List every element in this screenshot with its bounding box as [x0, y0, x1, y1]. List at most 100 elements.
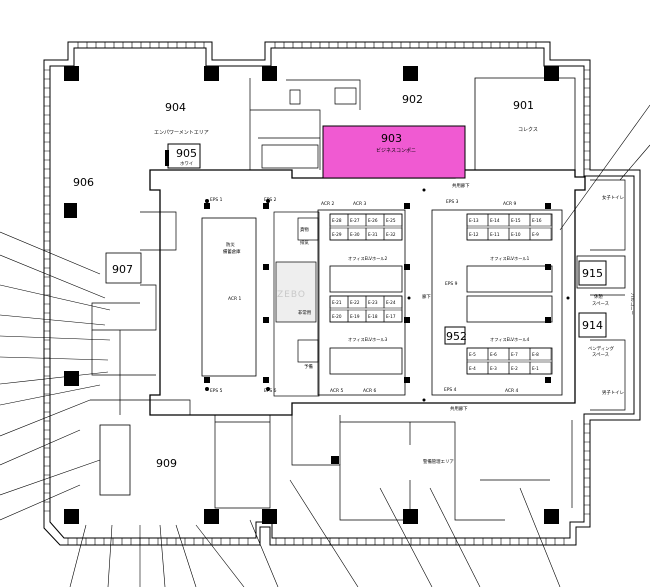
acr-4-label: ACR 4: [505, 388, 518, 394]
room-952[interactable]: 952: [444, 326, 467, 345]
elevator-car-label: E-32: [386, 232, 396, 237]
elevator-car-label: E-8: [532, 352, 539, 357]
elevator-car-label: E-2: [511, 366, 518, 371]
vending-label-2: スペース: [592, 352, 609, 358]
elevator-car-label: E-30: [350, 232, 360, 237]
elevator-car-label: E-13: [469, 218, 479, 223]
storage-label-2: 備蓄倉庫: [223, 248, 241, 255]
room-905[interactable]: 905 ホワイ: [165, 143, 201, 169]
core-outline: [149, 169, 586, 416]
elevator-car-label: E-9: [532, 232, 539, 237]
acr-6-label: ACR 6: [363, 388, 376, 394]
eps-4-label: EPS 4: [444, 387, 457, 393]
eps-3-label: EPS 3: [446, 199, 459, 205]
acr-3-label: ACR 3: [353, 201, 366, 207]
leader-lines: [0, 104, 650, 587]
misc-labels: 共用廊下 共用廊下 廊下 EPS 1 EPS 2 EPS 5 EPS 6 防災 …: [210, 182, 635, 465]
acr-9-label: ACR 9: [503, 201, 516, 207]
room-907-number: 907: [112, 263, 133, 276]
acr-2-label: ACR 2: [321, 201, 334, 207]
room-914[interactable]: 914 休憩 スペース: [578, 293, 609, 338]
elevator-car-label: E-12: [469, 232, 479, 237]
room-901-label: コレクス: [518, 127, 538, 133]
room-904[interactable]: 904 エンパワーメントエリア: [154, 101, 209, 136]
elevator-car-label: E-1: [532, 366, 539, 371]
elevator-car-label: E-7: [511, 352, 518, 357]
corridor-mid-label: 廊下: [422, 293, 431, 300]
central-core: ZEBO 貨物 非常用: [273, 211, 320, 397]
elevator-car-label: E-15: [511, 218, 521, 223]
room-902-number: 902: [402, 93, 423, 106]
room-902[interactable]: 902: [402, 93, 423, 106]
room-901-number: 901: [513, 99, 534, 112]
elevator-car-box: [383, 295, 403, 309]
acr-1-label: ACR 1: [228, 296, 241, 302]
elevator-bank-west: ACR 2 ACR 3 ACR 5 ACR 6 オフィスELVホール2 オフィス…: [317, 201, 406, 396]
room-907[interactable]: 907: [105, 252, 142, 284]
elv-hall-1: オフィスELVホール1: [490, 256, 530, 261]
room-903-number: 903: [381, 132, 402, 145]
breakroom-label-2: スペース: [592, 301, 609, 307]
room-909[interactable]: 909: [99, 424, 177, 496]
room-903[interactable]: 903 ビジネスコンポニ: [322, 125, 466, 179]
elevator-car-label: E-6: [490, 352, 497, 357]
emergency-elv-label: 非常用: [298, 309, 311, 316]
breakroom-label: 休憩: [594, 293, 603, 300]
perimeter-ticks: [44, 42, 590, 545]
mens-wc-label: 男子トイレ: [602, 389, 624, 396]
elevator-car-label: E-27: [350, 218, 360, 223]
shaft-a-label: 排気: [300, 239, 309, 246]
elevator-car-label: E-17: [386, 314, 396, 319]
room-952-number: 952: [446, 330, 467, 343]
elevator-car-box: [383, 309, 403, 323]
room-903-label: ビジネスコンポニ: [376, 147, 416, 154]
elevator-car-label: E-18: [368, 314, 378, 319]
acr-5-label: ACR 5: [330, 388, 343, 394]
elevator-car-label: E-28: [332, 218, 342, 223]
room-906-number: 906: [73, 176, 94, 189]
watermark: ZEBO: [277, 290, 306, 300]
elevator-car-box: [383, 213, 403, 227]
room-914-number: 914: [582, 319, 603, 332]
partitions: [90, 78, 626, 521]
room-905-label: ホワイ: [180, 161, 193, 167]
elevator-car-label: E-14: [490, 218, 500, 223]
corridor-bottom-label: 共用廊下: [450, 405, 468, 412]
elevator-car-label: E-19: [350, 314, 360, 319]
ladies-wc-label: 女子トイレ: [602, 194, 624, 201]
room-906[interactable]: 906: [73, 176, 94, 189]
room-903-fill: [322, 125, 466, 179]
eps-9-label: EPS 9: [445, 281, 458, 287]
corridor-top-label: 共用廊下: [452, 182, 470, 189]
shaft-b-label: 予備: [304, 363, 313, 370]
room-904-label: エンパワーメントエリア: [154, 130, 209, 136]
room-915[interactable]: 915: [576, 255, 626, 289]
security-area-label: 警備管理エリア: [423, 458, 454, 465]
elevator-car-label: E-26: [368, 218, 378, 223]
eps-2-label: EPS 2: [264, 197, 277, 203]
elv-hall-4: オフィスELVホール4: [490, 337, 530, 342]
room-901[interactable]: 901 コレクス: [474, 77, 576, 171]
elevator-car-label: E-10: [511, 232, 521, 237]
elv-hall-2: オフィスELVホール2: [348, 256, 388, 261]
elevator-car-label: E-3: [490, 366, 497, 371]
elv-hall-3: オフィスELVホール3: [348, 337, 388, 342]
elevator-car-label: E-5: [469, 352, 476, 357]
elevator-car-label: E-29: [332, 232, 342, 237]
storage-label: 防災: [226, 241, 235, 248]
elevator-car-box: [529, 347, 552, 361]
elevator-car-box: [529, 227, 552, 241]
elevator-car-label: E-4: [469, 366, 476, 371]
balcony-label: バルコニー: [629, 293, 635, 315]
freight-label: 貨物: [300, 226, 309, 233]
acr-1-room: ACR 1: [201, 217, 257, 377]
elevator-bank-east: ACR 4 ACR 9 オフィスELVホール1 オフィスELVホール4 EPS …: [431, 199, 563, 396]
elevator-car-box: [529, 213, 552, 227]
eps-1-label: EPS 1: [210, 197, 223, 203]
elevator-car-label: E-20: [332, 314, 342, 319]
elevator-car-label: E-21: [332, 300, 342, 305]
room-909-number: 909: [156, 457, 177, 470]
room-915-number: 915: [582, 267, 603, 280]
